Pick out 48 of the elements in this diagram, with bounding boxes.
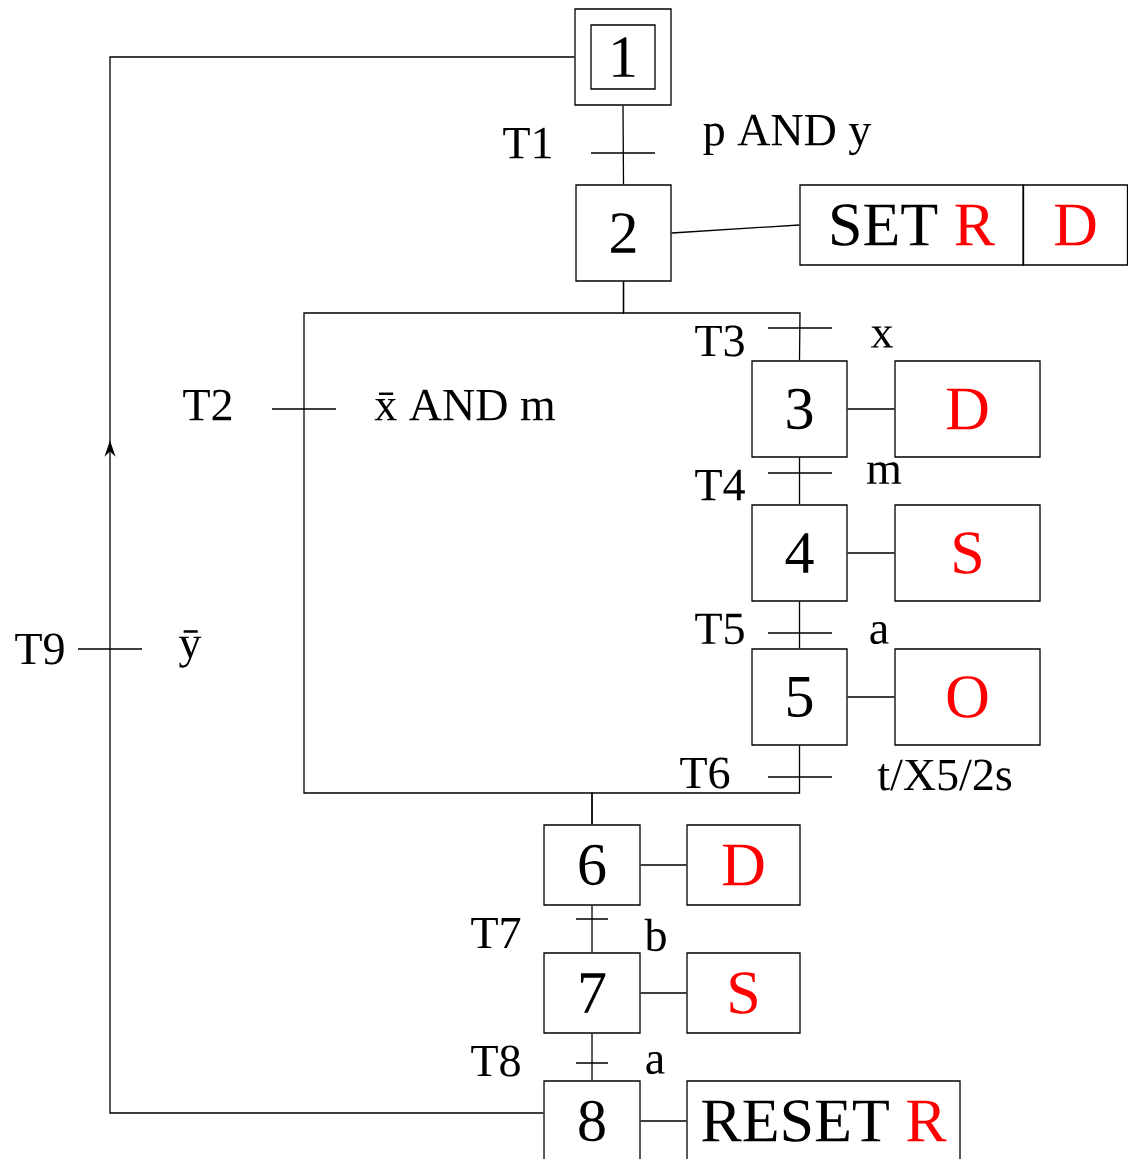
connector-line	[847, 696, 895, 698]
connector-line	[591, 745, 801, 825]
connector-line	[591, 905, 593, 953]
connector-line	[798, 457, 801, 505]
connector-line	[640, 1120, 687, 1122]
action-box: D	[1022, 184, 1128, 266]
initial-step-box: 1	[574, 8, 672, 106]
step-box: 6	[543, 824, 641, 906]
action-box: RESET R	[686, 1080, 961, 1159]
transition-condition: x	[869, 325, 895, 349]
transition-name: T4	[695, 469, 745, 501]
transition-name: T8	[471, 1045, 520, 1077]
transition-name: T2	[183, 389, 231, 421]
transition-name: T5	[695, 613, 744, 645]
transition-condition: b	[643, 917, 669, 953]
step-box: 8	[543, 1080, 641, 1159]
transition-name: T3	[695, 325, 744, 357]
transition-condition: ȳ	[177, 629, 203, 669]
connector-line	[104, 56, 575, 1114]
step-box: 3	[751, 360, 848, 458]
connector-line	[671, 224, 800, 234]
transition-condition: a	[643, 1051, 667, 1076]
step-box: 2	[575, 184, 672, 282]
action-box: D	[686, 824, 801, 906]
connector-line	[622, 105, 625, 185]
action-box: O	[894, 648, 1041, 746]
step-box: 5	[751, 648, 848, 746]
step-box: 7	[543, 952, 641, 1034]
transition-condition: m	[865, 461, 903, 485]
step-box: 4	[751, 504, 848, 602]
transition-name: T9	[15, 633, 64, 665]
action-box: S	[686, 952, 801, 1034]
action-box: SET R	[799, 184, 1024, 266]
transition-name: T7	[471, 917, 521, 949]
transition-name: T1	[503, 127, 551, 159]
action-box: S	[894, 504, 1041, 602]
transition-condition: x̄ AND m	[373, 388, 557, 422]
transition-name: T6	[680, 757, 730, 789]
transition-condition: p AND y	[701, 113, 873, 157]
connector-line	[847, 408, 895, 410]
connector-line	[640, 864, 687, 866]
transition-condition: a	[867, 621, 891, 646]
connector-line	[798, 601, 801, 649]
connector-line	[591, 1033, 593, 1081]
connector-line	[640, 992, 687, 994]
transition-condition: t/X5/2s	[876, 758, 1014, 792]
connector-line	[847, 552, 895, 554]
action-box: D	[894, 360, 1041, 458]
